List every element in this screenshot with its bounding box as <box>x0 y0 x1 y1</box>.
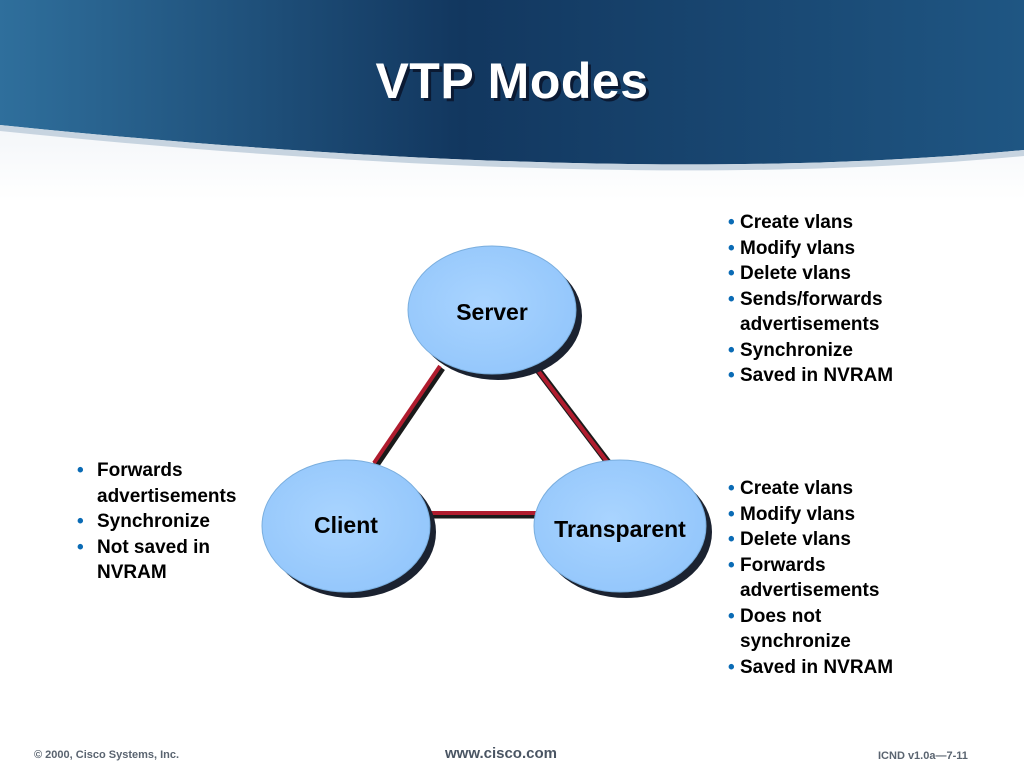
list-item: Forwards advertisements <box>77 458 247 509</box>
list-item: Create vlans <box>728 210 928 236</box>
client-label: Client <box>314 512 378 538</box>
transparent-feature-list: Create vlans Modify vlans Delete vlans F… <box>728 476 928 680</box>
list-item: Synchronize <box>77 509 267 535</box>
list-item: Saved in NVRAM <box>728 655 928 681</box>
list-item: Does not synchronize <box>728 604 870 655</box>
server-label: Server <box>456 299 528 325</box>
transparent-label: Transparent <box>554 516 686 542</box>
list-item: Create vlans <box>728 476 928 502</box>
list-item: Synchronize <box>728 338 928 364</box>
client-node <box>261 459 436 598</box>
list-item: Not saved in NVRAM <box>77 535 237 586</box>
list-item: Saved in NVRAM <box>728 363 928 389</box>
server-feature-list: Create vlans Modify vlans Delete vlans S… <box>728 210 928 389</box>
list-item: Modify vlans <box>728 236 928 262</box>
server-node <box>407 245 582 380</box>
list-item: Forwards advertisements <box>728 553 906 604</box>
page-title: VTP Modes <box>375 53 649 109</box>
transparent-node <box>533 459 712 598</box>
client-feature-list: Forwards advertisements Synchronize Not … <box>77 458 267 586</box>
footer-website[interactable]: www.cisco.com <box>445 745 557 762</box>
footer-copyright: © 2000, Cisco Systems, Inc. <box>34 749 180 761</box>
header-banner <box>0 0 1024 200</box>
list-item: Delete vlans <box>728 261 928 287</box>
link-server-transparent <box>534 366 613 468</box>
list-item: Delete vlans <box>728 527 928 553</box>
list-item: Modify vlans <box>728 502 928 528</box>
link-client-transparent <box>428 511 540 519</box>
list-item: Sends/forwards advertisements <box>728 287 916 338</box>
link-server-client <box>372 364 445 467</box>
footer-course-id: ICND v1.0a—7-11 <box>878 750 968 762</box>
